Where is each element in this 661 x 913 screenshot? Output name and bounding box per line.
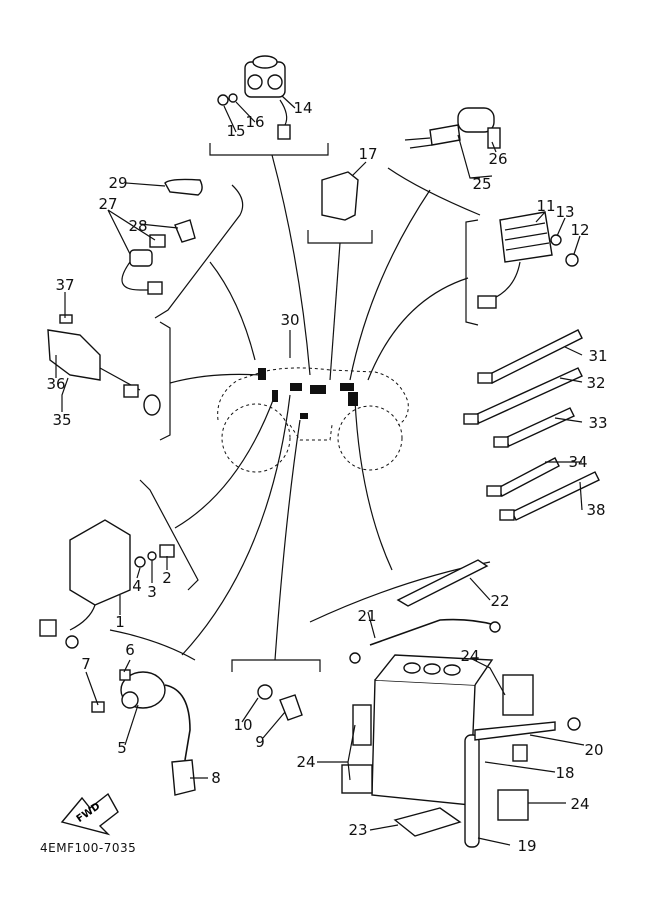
label-part-35: 35 (52, 411, 71, 429)
label-part-20: 20 (584, 741, 603, 759)
leader-lines (169, 154, 469, 661)
label-part-25: 25 (472, 175, 491, 193)
part-number-labels: 1 2 3 4 5 6 7 8 9 10 11 12 13 14 15 16 1… (46, 99, 607, 855)
label-part-24-c: 24 (570, 795, 589, 813)
label-part-6: 6 (125, 641, 135, 659)
part-cable-ties (463, 329, 600, 521)
label-part-24-b: 24 (296, 753, 315, 771)
vehicle-outline (217, 367, 409, 473)
fwd-arrow-icon: FWD (60, 792, 119, 836)
part-sensor (121, 178, 203, 295)
part-battery (341, 559, 581, 848)
part-ignition-coil (404, 107, 501, 149)
label-part-1: 1 (115, 613, 125, 631)
part-cover (321, 171, 359, 221)
label-part-14: 14 (293, 99, 312, 117)
label-part-9: 9 (255, 733, 265, 751)
label-part-15: 15 (226, 122, 245, 140)
label-part-26: 26 (488, 150, 507, 168)
label-part-23: 23 (348, 821, 367, 839)
label-leaders (55, 95, 585, 846)
part-neutral-switch (257, 684, 303, 721)
label-part-10: 10 (233, 716, 252, 734)
label-part-19: 19 (517, 837, 536, 855)
label-part-34: 34 (568, 453, 587, 471)
label-part-31: 31 (588, 347, 607, 365)
label-part-2: 2 (162, 569, 172, 587)
label-part-37: 37 (55, 276, 74, 294)
label-part-13: 13 (555, 203, 574, 221)
label-part-33: 33 (588, 414, 607, 432)
label-part-5: 5 (117, 739, 127, 757)
label-part-7: 7 (81, 655, 91, 673)
part-rectifier (477, 211, 579, 309)
label-part-11: 11 (536, 197, 555, 215)
label-part-28: 28 (128, 217, 147, 235)
label-part-3: 3 (147, 583, 157, 601)
label-part-29: 29 (108, 174, 127, 192)
label-part-4: 4 (132, 577, 142, 595)
part-cdi-unit (39, 519, 175, 649)
label-part-17: 17 (358, 145, 377, 163)
label-part-18: 18 (555, 764, 574, 782)
part-starter-relay (217, 55, 291, 140)
label-part-24: 24 (460, 647, 479, 665)
label-part-22: 22 (490, 592, 509, 610)
part-pickup-coil (91, 669, 196, 796)
label-part-36: 36 (46, 375, 65, 393)
label-part-30: 30 (280, 311, 299, 329)
label-part-27: 27 (98, 195, 117, 213)
label-part-21: 21 (357, 607, 376, 625)
part-switch (47, 314, 161, 416)
label-part-32: 32 (586, 374, 605, 392)
label-part-38: 38 (586, 501, 605, 519)
label-part-12: 12 (570, 221, 589, 239)
label-part-8: 8 (211, 769, 221, 787)
diagram-reference-code: 4EMF100-7035 (40, 841, 136, 855)
label-part-16: 16 (245, 113, 264, 131)
